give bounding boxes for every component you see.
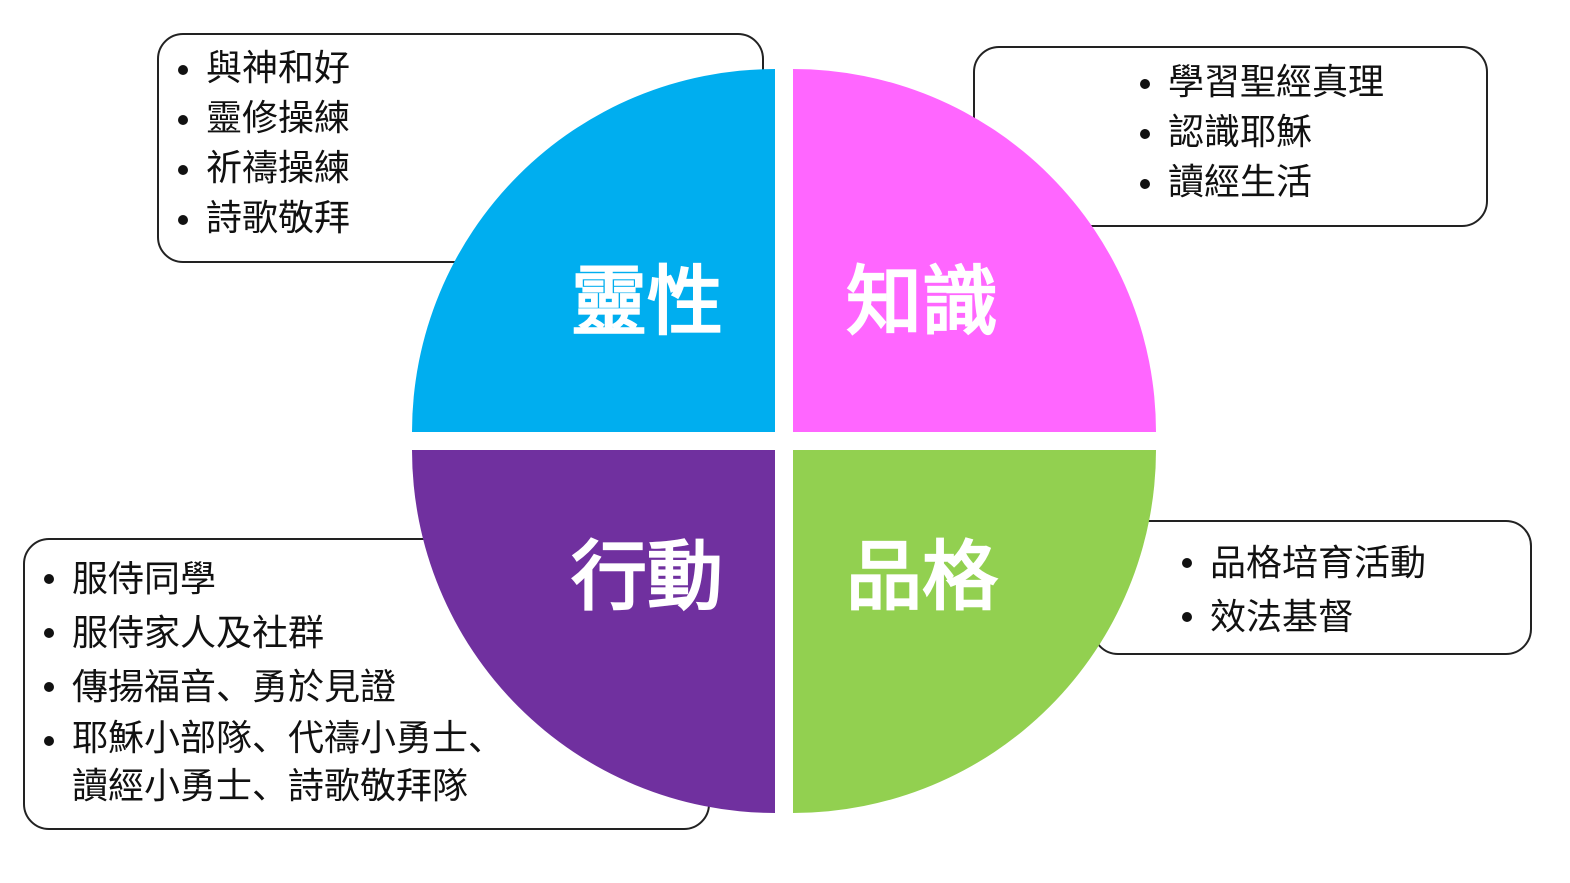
list-item: 服侍家人及社群	[42, 607, 504, 661]
list-item-line: 讀經小勇士、詩歌敬拜隊	[72, 766, 469, 807]
character-label: 品格	[846, 532, 999, 621]
knowledge-list: 學習聖經真理 認識耶穌 讀經生活	[1138, 58, 1384, 208]
character-quadrant	[793, 450, 1156, 813]
action-label: 行動	[571, 532, 723, 621]
list-item-line: 耶穌小部隊、代禱小勇士、	[72, 718, 505, 759]
knowledge-label: 知識	[846, 257, 998, 346]
character-list: 品格培育活動 效法基督	[1180, 537, 1426, 645]
list-item: 品格培育活動	[1180, 537, 1426, 591]
list-item: 認識耶穌	[1138, 108, 1384, 158]
spirit-quadrant	[412, 69, 775, 432]
list-item: 學習聖經真理	[1138, 58, 1384, 108]
action-list: 服侍同學 服侍家人及社群 傳揚福音、勇於見證 耶穌小部隊、代禱小勇士、 讀經小勇…	[42, 553, 504, 811]
action-quadrant	[412, 450, 775, 813]
list-item: 傳揚福音、勇於見證	[42, 661, 504, 715]
list-item: 祈禱操練	[176, 144, 350, 194]
knowledge-quadrant	[793, 69, 1156, 432]
spirit-label: 靈性	[571, 257, 723, 346]
list-item: 效法基督	[1180, 591, 1426, 645]
list-item: 靈修操練	[176, 94, 350, 144]
list-item: 與神和好	[176, 44, 350, 94]
spirit-list: 與神和好 靈修操練 祈禱操練 詩歌敬拜	[176, 44, 350, 244]
list-item: 詩歌敬拜	[176, 194, 350, 244]
list-item: 耶穌小部隊、代禱小勇士、 讀經小勇士、詩歌敬拜隊	[42, 715, 504, 811]
list-item: 服侍同學	[42, 553, 504, 607]
character-callout-box	[1092, 520, 1532, 655]
list-item: 讀經生活	[1138, 158, 1384, 208]
